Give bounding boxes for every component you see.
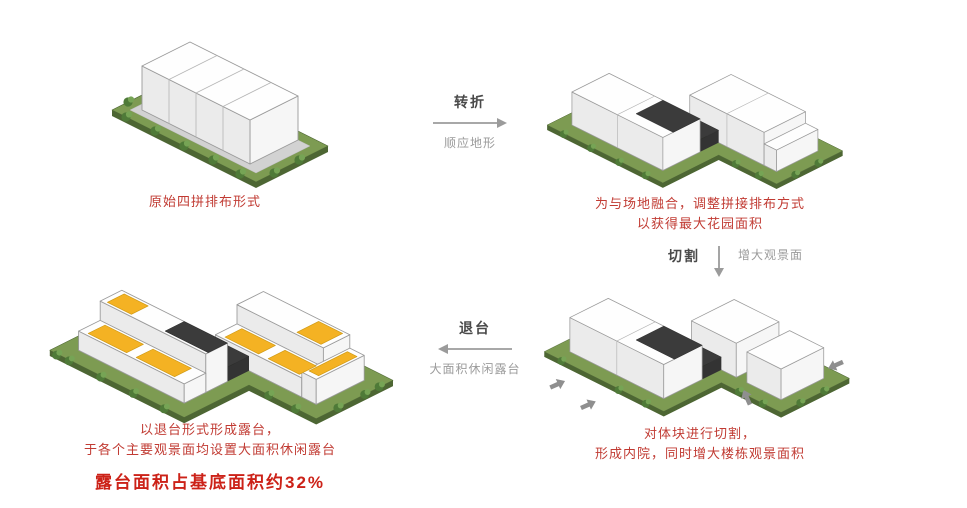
transition-cut: 切割 增大观景面 xyxy=(668,244,803,278)
terrace-area-footnote: 露台面积占基底面积约32% xyxy=(94,473,326,492)
dark-roof xyxy=(164,321,228,353)
arrow-left-icon xyxy=(438,344,512,354)
stage3-caption-line1: 对体块进行切割， xyxy=(643,426,756,441)
stage2-caption: 为与场地融合，调整拼接排布方式 以获得最大花园面积 xyxy=(540,194,860,234)
building-mass xyxy=(689,74,819,172)
building-mass xyxy=(78,289,228,404)
stage2-massing-illustration xyxy=(546,73,843,189)
transition-fold: 转折 顺应地形 xyxy=(424,92,516,151)
building-mass xyxy=(691,299,825,401)
stage1-caption-text: 原始四拼排布形式 xyxy=(148,194,261,209)
building-mass xyxy=(141,41,299,165)
building-mass xyxy=(569,297,703,400)
transition-fold-label: 转折 xyxy=(454,94,486,110)
stage1-massing-illustration xyxy=(111,41,329,188)
stage1-caption: 原始四拼排布形式 xyxy=(80,192,330,212)
stage4-caption: 以退台形式形成露台， 于各个主要观景面均设置大面积休闲露台 xyxy=(25,420,395,460)
arrow-right-icon xyxy=(433,118,507,128)
transition-cut-sublabel: 增大观景面 xyxy=(738,248,804,262)
arrow-down-icon xyxy=(714,246,724,277)
transition-cut-label: 切割 xyxy=(668,248,700,264)
stage4-caption-line1: 以退台形式形成露台， xyxy=(139,422,280,437)
transition-setback-label: 退台 xyxy=(459,320,491,336)
transition-setback-sublabel: 大面积休闲露台 xyxy=(429,362,521,376)
stage3-caption-line2: 形成内院，同时增大楼栋观景面积 xyxy=(594,446,805,462)
stage3-caption: 对体块进行切割， 形成内院，同时增大楼栋观景面积 xyxy=(540,424,860,464)
stage3-massing-illustration xyxy=(544,297,850,418)
dark-roof xyxy=(635,325,703,360)
stage2-caption-line1: 为与场地融合，调整拼接排布方式 xyxy=(594,196,805,211)
stage4-caption-line2: 于各个主要观景面均设置大面积休闲露台 xyxy=(83,442,336,458)
transition-fold-sublabel: 顺应地形 xyxy=(443,136,496,150)
dark-roof xyxy=(635,100,701,133)
building-mass xyxy=(571,73,701,171)
terrace-patches xyxy=(87,293,358,378)
transition-setback: 退台 大面积休闲露台 xyxy=(420,318,530,377)
stage4-massing-illustration xyxy=(49,289,394,425)
stage2-caption-line2: 以获得最大花园面积 xyxy=(636,216,763,232)
